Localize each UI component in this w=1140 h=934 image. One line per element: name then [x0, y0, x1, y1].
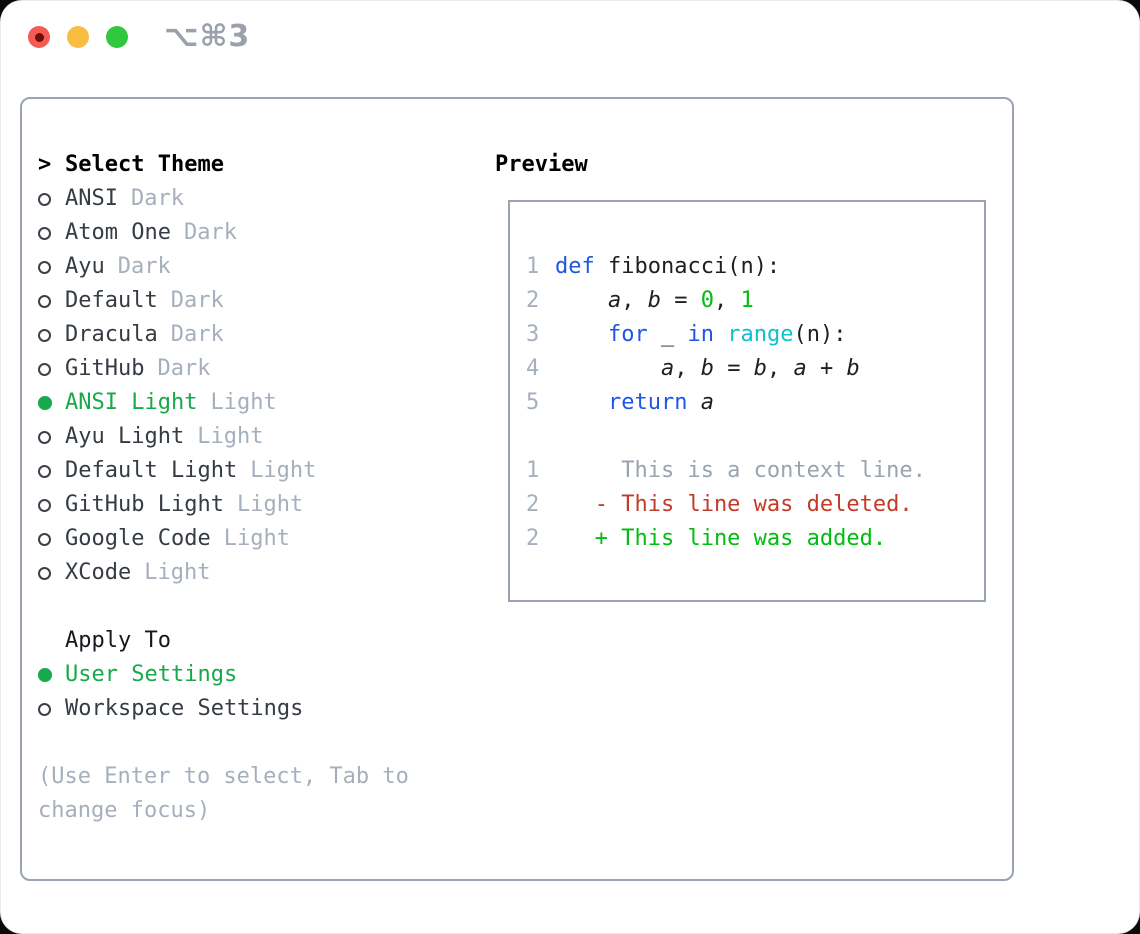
apply-option-workspace-settings[interactable]: Workspace Settings: [38, 692, 488, 726]
help-text-line-2: change focus): [38, 798, 211, 823]
code-line: 3 for _ in range(n):: [526, 318, 984, 352]
theme-variant: Dark: [170, 288, 224, 313]
theme-option-ansi-light[interactable]: ANSI Light Light: [38, 386, 488, 420]
radio-icon: [38, 498, 51, 512]
radio-icon: [38, 702, 51, 716]
theme-name: ANSI Light: [65, 390, 198, 415]
theme-variant: Dark: [170, 322, 224, 347]
radio-icon: [38, 260, 51, 274]
code-line: 2 a, b = 0, 1: [526, 284, 984, 318]
theme-name: Ayu: [65, 254, 105, 279]
window-title: ⌥⌘3: [164, 19, 251, 54]
apply-option-label: User Settings: [65, 662, 238, 687]
radio-icon: [38, 362, 51, 376]
apply-to-title: Apply To: [65, 628, 171, 653]
theme-variant: Light: [223, 526, 290, 551]
help-text-line-1: (Use Enter to select, Tab to: [38, 764, 409, 789]
theme-option-ansi-dark[interactable]: ANSI Dark: [38, 182, 488, 216]
theme-picker-panel: > Select Theme ANSI Dark Atom One Dark A…: [20, 97, 1014, 881]
theme-name: Dracula: [65, 322, 158, 347]
apply-to-header: Apply To: [38, 624, 488, 658]
theme-option-ayu-dark[interactable]: Ayu Dark: [38, 250, 488, 284]
radio-icon: [38, 192, 51, 206]
diff-context-line: 1 This is a context line.: [526, 454, 984, 488]
code-line: 5 return a: [526, 386, 984, 420]
radio-icon: [38, 294, 51, 308]
line-number: 1: [526, 254, 540, 279]
apply-option-label: Workspace Settings: [65, 696, 304, 721]
apply-option-user-settings[interactable]: User Settings: [38, 658, 488, 692]
line-number: 2: [526, 526, 540, 551]
theme-name: Ayu Light: [65, 424, 185, 449]
select-theme-header: > Select Theme: [38, 148, 488, 182]
theme-variant: Light: [210, 390, 277, 415]
theme-name: Default Light: [65, 458, 238, 483]
code-line: 4 a, b = b, a + b: [526, 352, 984, 386]
theme-list: > Select Theme ANSI Dark Atom One Dark A…: [38, 148, 488, 828]
theme-name: Atom One: [65, 220, 171, 245]
radio-icon: [38, 566, 51, 580]
theme-option-github-dark[interactable]: GitHub Dark: [38, 352, 488, 386]
blank-line: [526, 420, 984, 454]
theme-name: ANSI: [65, 186, 118, 211]
theme-option-google-code[interactable]: Google Code Light: [38, 522, 488, 556]
line-number: 5: [526, 390, 540, 415]
focus-caret-icon: >: [38, 152, 52, 177]
minimize-button[interactable]: [67, 26, 89, 48]
theme-option-default-light[interactable]: Default Light Light: [38, 454, 488, 488]
theme-option-default-dark[interactable]: Default Dark: [38, 284, 488, 318]
theme-option-ayu-light[interactable]: Ayu Light Light: [38, 420, 488, 454]
select-theme-title: Select Theme: [65, 152, 224, 177]
radio-selected-icon: [38, 396, 52, 410]
line-number: 3: [526, 322, 540, 347]
theme-variant: Light: [236, 492, 304, 517]
theme-variant: Dark: [130, 186, 184, 211]
theme-variant: Dark: [117, 254, 171, 279]
diff-deleted-line: 2 - This line was deleted.: [526, 488, 984, 522]
theme-variant: Dark: [157, 356, 211, 381]
radio-icon: [38, 226, 51, 240]
theme-option-xcode[interactable]: XCode Light: [38, 556, 488, 590]
preview-title: Preview: [495, 152, 588, 177]
theme-name: GitHub: [65, 356, 145, 381]
radio-icon: [38, 328, 51, 342]
theme-variant: Dark: [183, 220, 237, 245]
theme-option-dracula-dark[interactable]: Dracula Dark: [38, 318, 488, 352]
theme-option-github-light[interactable]: GitHub Light Light: [38, 488, 488, 522]
code-line: 1 def fibonacci(n):: [526, 250, 984, 284]
radio-icon: [38, 532, 51, 546]
preview-box: 1 def fibonacci(n): 2 a, b = 0, 1 3 for …: [508, 200, 986, 602]
theme-option-atom-one-dark[interactable]: Atom One Dark: [38, 216, 488, 250]
radio-icon: [38, 430, 51, 444]
theme-variant: Light: [144, 560, 211, 585]
theme-variant: Light: [197, 424, 264, 449]
theme-name: XCode: [65, 560, 132, 585]
theme-name: GitHub Light: [65, 492, 224, 517]
close-button[interactable]: [28, 26, 50, 48]
radio-selected-icon: [38, 668, 52, 682]
diff-added-line: 2 + This line was added.: [526, 522, 984, 556]
line-number: 4: [526, 356, 540, 381]
theme-name: Default: [65, 288, 158, 313]
line-number: 1: [526, 458, 540, 483]
zoom-button[interactable]: [106, 26, 128, 48]
theme-name: Google Code: [65, 526, 211, 551]
line-number: 2: [526, 492, 540, 517]
radio-icon: [38, 464, 51, 478]
close-dot-icon: [34, 32, 44, 42]
theme-variant: Light: [250, 458, 317, 483]
line-number: 2: [526, 288, 540, 313]
